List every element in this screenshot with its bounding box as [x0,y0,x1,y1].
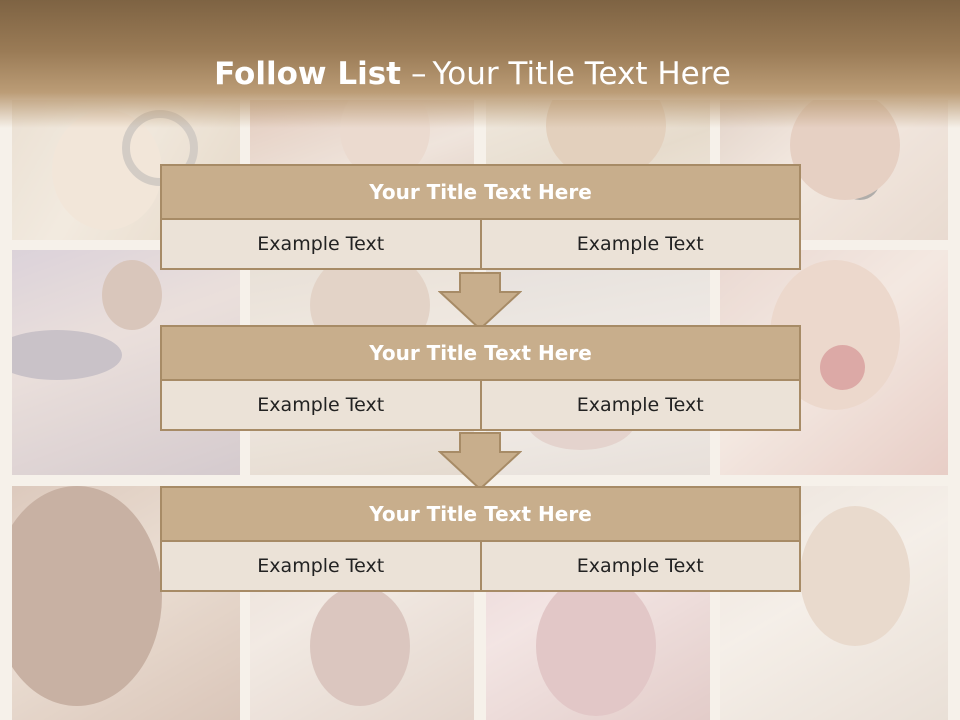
step-title: Your Title Text Here [160,164,801,220]
header-band [0,0,960,128]
step-cell-right: Example Text [481,542,801,592]
step-cell-left: Example Text [160,542,482,592]
step-box-2: Your Title Text Here Example Text Exampl… [160,325,801,431]
step-title: Your Title Text Here [160,325,801,381]
step-row: Example Text Example Text [160,381,801,431]
step-box-1: Your Title Text Here Example Text Exampl… [160,164,801,270]
step-cell-right: Example Text [481,220,801,270]
down-arrow-icon [438,272,522,331]
slide-title-bold: Follow List [214,56,401,92]
step-row: Example Text Example Text [160,220,801,270]
step-row: Example Text Example Text [160,542,801,592]
slide-title: Follow List–Your Title Text Here [0,56,945,92]
down-arrow-icon [438,432,522,491]
step-cell-left: Example Text [160,220,482,270]
slide-title-dash: – [410,56,427,92]
slide-title-rest: Your Title Text Here [432,56,731,92]
step-title: Your Title Text Here [160,486,801,542]
step-cell-left: Example Text [160,381,482,431]
step-box-3: Your Title Text Here Example Text Exampl… [160,486,801,592]
step-cell-right: Example Text [481,381,801,431]
photo-tile [720,250,948,475]
